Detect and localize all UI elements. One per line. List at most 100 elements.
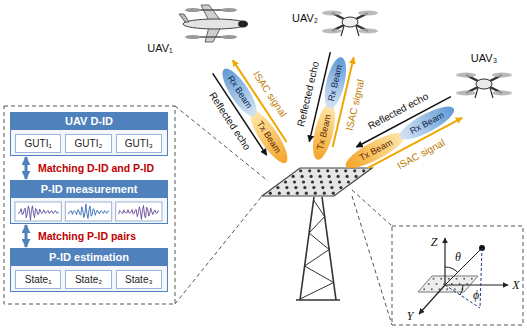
illustration-part	[344, 169, 347, 172]
illustration-part	[311, 180, 314, 183]
illustration-part	[296, 192, 299, 195]
cell-text: GUTI₃	[117, 135, 161, 153]
illustration-part	[296, 197, 340, 300]
rx-beam-label: Rx Beam	[326, 64, 344, 102]
illustration-part	[183, 19, 247, 29]
illustration-part	[221, 35, 237, 39]
matching-label: Matching D-ID and P-ID	[38, 162, 154, 174]
illustration-part	[460, 285, 463, 295]
box-heading: P-ID estimation	[11, 249, 167, 266]
tx-beam	[309, 101, 340, 161]
illustration-part	[309, 217, 325, 234]
illustration-part	[285, 186, 288, 189]
illustration-part	[431, 288, 433, 290]
illustration-part	[269, 169, 366, 195]
box-heading: P-ID measurement	[11, 181, 167, 198]
rx-beam-label: Rx Beam	[225, 74, 254, 110]
illustration-part	[303, 186, 306, 189]
illustration-part	[305, 192, 308, 195]
illustration-part	[456, 73, 476, 78]
illustration-part	[319, 175, 322, 178]
illustration-part	[338, 180, 341, 183]
illustration-part	[337, 175, 340, 178]
illustration-part	[276, 186, 279, 189]
illustration-part	[355, 175, 358, 178]
uav-label: UAV₃	[471, 52, 497, 64]
illustration-part	[418, 276, 478, 292]
illustration-part	[179, 14, 189, 22]
illustration-part	[299, 169, 302, 172]
illustration-part	[308, 169, 311, 172]
illustration-part	[339, 186, 342, 189]
illustration-part	[446, 288, 448, 290]
uav-label: UAV₁	[147, 42, 173, 54]
illustration-part	[320, 180, 323, 183]
illustration-part	[362, 169, 365, 172]
illustration-part	[4, 106, 175, 304]
box-heading: UAV D-ID	[11, 113, 167, 130]
echo-label: Reflected echo	[295, 60, 321, 127]
illustration-part	[332, 192, 335, 195]
double-arrow	[25, 157, 28, 179]
illustration-part	[294, 186, 297, 189]
illustration-part	[466, 75, 502, 93]
id-cell: State₁	[15, 270, 61, 289]
illustration-part	[352, 190, 392, 226]
illustration-part	[314, 200, 325, 217]
illustration-part	[492, 91, 512, 96]
isac-label: ISAC signal	[251, 70, 289, 120]
illustration-part	[330, 186, 333, 189]
illustration-part	[300, 283, 333, 300]
illustration-part	[332, 13, 368, 31]
illustration-part	[471, 278, 473, 280]
illustration-part	[305, 250, 330, 267]
illustration-part	[423, 278, 473, 291]
illustration-part	[444, 238, 445, 285]
illustration-part	[445, 284, 508, 285]
cell-text: State₁	[16, 271, 60, 289]
illustration-part	[456, 91, 476, 96]
matching-label: Matching P-ID pairs	[38, 230, 136, 242]
illustration-part	[301, 175, 304, 178]
illustration-part	[358, 29, 378, 34]
illustration-part	[312, 186, 315, 189]
illustration-part	[353, 169, 356, 172]
illustration-part	[175, 196, 262, 304]
tx-beam-label: Tx Beam	[315, 113, 333, 150]
cell-text: State₂	[66, 271, 110, 289]
illustration-part	[238, 21, 248, 28]
illustration-part	[433, 278, 435, 280]
illustration-part	[322, 11, 342, 16]
axis-label: Z	[431, 235, 438, 250]
illustration-part	[326, 169, 329, 172]
illustration-part	[352, 196, 392, 325]
tx-beam-label: Tx Beam	[357, 138, 393, 164]
isac-label: ISAC signal	[395, 136, 446, 170]
illustration-part	[262, 168, 372, 196]
illustration-part	[480, 248, 482, 308]
illustration-part	[445, 248, 482, 285]
illustration-part	[284, 180, 287, 183]
illustration-part	[300, 197, 314, 300]
illustration-part	[456, 278, 458, 280]
illustration-part	[329, 180, 332, 183]
illustration-part	[179, 5, 248, 42]
process-box: UAV D-IDGUTI₁GUTI₂GUTI₃	[10, 112, 168, 156]
double-arrow	[25, 225, 28, 247]
illustration-part	[492, 73, 512, 78]
illustration-part	[309, 233, 329, 250]
tx-beam-label: Tx Beam	[255, 119, 283, 155]
illustration-part	[317, 169, 320, 172]
illustration-part	[445, 267, 458, 272]
axis-label: X	[512, 278, 519, 293]
illustration-part	[221, 8, 237, 12]
rx-beam-label: Rx Beam	[408, 110, 445, 136]
illustration-part	[185, 35, 201, 39]
illustration-part	[428, 283, 430, 285]
cell-text: State₃	[117, 271, 161, 289]
illustration-part	[456, 73, 512, 99]
waveform	[68, 204, 108, 218]
illustration-part	[423, 288, 425, 290]
